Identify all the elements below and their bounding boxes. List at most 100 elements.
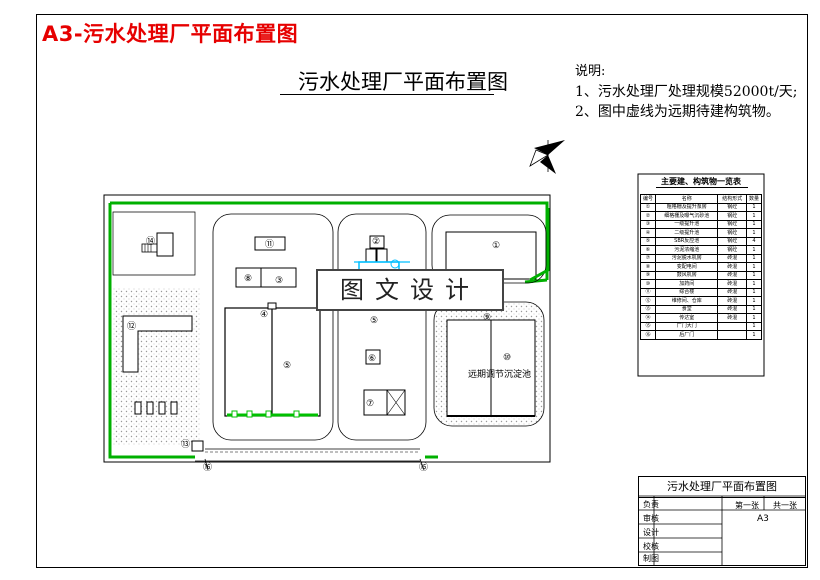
legend-cell: 1 [746, 287, 762, 297]
legend-title: 主要建、构筑物一览表 [661, 177, 741, 186]
legend-cell: 1 [746, 313, 762, 323]
label-n12: ⑫ [127, 321, 136, 332]
legend-cell: 1 [746, 330, 762, 340]
legend-cell: 后厂门 [654, 330, 719, 340]
label-n5: ⑤ [283, 361, 291, 371]
legend-cell: 1 [746, 211, 762, 221]
legend-cell: 1 [746, 279, 762, 289]
legend-cell: 污泥脱水机房 [654, 253, 719, 263]
small-blocks [134, 401, 178, 415]
title-block-title: 污水处理厂平面布置图 [639, 477, 805, 498]
legend-cell: 砖混 [717, 304, 748, 314]
legend-cell: 砖混 [717, 296, 748, 306]
legend-cell: 砖混 [717, 253, 748, 263]
legend-cell: 1 [746, 262, 762, 272]
building-8-9 [235, 267, 297, 288]
tb-label-design: 设计 [643, 528, 659, 537]
legend-header-name: 名称 [654, 194, 719, 204]
legend-cell: 1 [746, 245, 762, 255]
label-n13: ⑬ [181, 439, 190, 450]
building-12 [122, 315, 193, 373]
notes-heading: 说明: [575, 64, 606, 79]
label-n14: ⑭ [146, 236, 155, 247]
legend-cell: ⑨ [640, 270, 656, 280]
label-n7: ⑦ [366, 399, 374, 409]
tb-label-draw: 制图 [643, 554, 659, 563]
legend-cell: 综合楼 [654, 287, 719, 297]
south-gate [204, 458, 425, 471]
legend-cell: ④ [640, 228, 656, 238]
legend-cell: ⑪ [640, 287, 656, 297]
building-14 [156, 232, 174, 257]
legend-cell: ⑤ [640, 236, 656, 246]
notes: 说明: 1、污水处理厂处理规模52000t/天; 2、图中虚线为远期待建构筑物。 [575, 62, 798, 122]
header-title: A3-污水处理厂平面布置图 [42, 22, 299, 46]
legend-cell: 钢砼 [717, 236, 748, 246]
legend-cell: ⑯ [640, 330, 656, 340]
watermark: 图文设计 [316, 269, 504, 311]
legend-cell: 传达室 [654, 313, 719, 323]
building-7 [363, 389, 406, 416]
block-center-right [337, 213, 427, 441]
tb-label-check: 校核 [643, 542, 659, 551]
legend-cell: ② [640, 211, 656, 221]
legend-cell: 一级提升池 [654, 219, 719, 229]
legend-cell: 1 [746, 321, 762, 331]
legend-cell: 厂门大门 [654, 321, 719, 331]
legend-cell: 钢砼 [717, 211, 748, 221]
tb-label-responsible: 负责 [643, 500, 659, 509]
legend-cell: 1 [746, 304, 762, 314]
building-13 [191, 440, 204, 452]
legend-cell: ⑩ [640, 279, 656, 289]
block-center-left [212, 213, 334, 441]
drawing-frame [36, 14, 808, 568]
legend-cell [717, 321, 748, 331]
legend-cell: 4 [746, 236, 762, 246]
drawing-title-underline [280, 94, 494, 95]
label-n3: ③ [275, 276, 283, 286]
building-11 [254, 236, 286, 251]
legend-header-row: 编号 名称 结构形式 数量 [640, 194, 762, 204]
legend-cell: 砖混 [717, 313, 748, 323]
legend-header-qty: 数量 [746, 194, 762, 204]
legend-cell: 钢砼 [717, 202, 748, 212]
label-n11: ⑪ [265, 239, 274, 250]
legend-cell: ⑦ [640, 253, 656, 263]
label-n8: ⑧ [244, 274, 252, 284]
legend-title-underline [656, 187, 748, 188]
label-future-pool: 远期调节沉淀池 [468, 368, 531, 380]
legend-cell: ⑬ [640, 304, 656, 314]
legend-cell: 砖混 [717, 270, 748, 280]
north-arrow-icon [529, 140, 565, 174]
label-n10: ⑩ [503, 353, 511, 363]
legend-cell: 1 [746, 270, 762, 280]
legend-cell: 鼓风机房 [654, 270, 719, 280]
legend-cell: ⑭ [640, 313, 656, 323]
label-n6: ⑥ [368, 354, 376, 364]
label-n9: ⑨ [483, 313, 491, 323]
drawing-title: 污水处理厂平面布置图 [298, 70, 508, 94]
building-6 [365, 349, 381, 365]
legend-cell: SBR反应池 [654, 236, 719, 246]
label-n4: ④ [260, 310, 268, 320]
notes-line1: 1、污水处理厂处理规模52000t/天; [575, 84, 798, 100]
legend-cell: 1 [746, 296, 762, 306]
legend-cell [717, 330, 748, 340]
site-boundary [103, 194, 551, 463]
legend-cell: ① [640, 202, 656, 212]
legend-cell: 钢砼 [717, 228, 748, 238]
